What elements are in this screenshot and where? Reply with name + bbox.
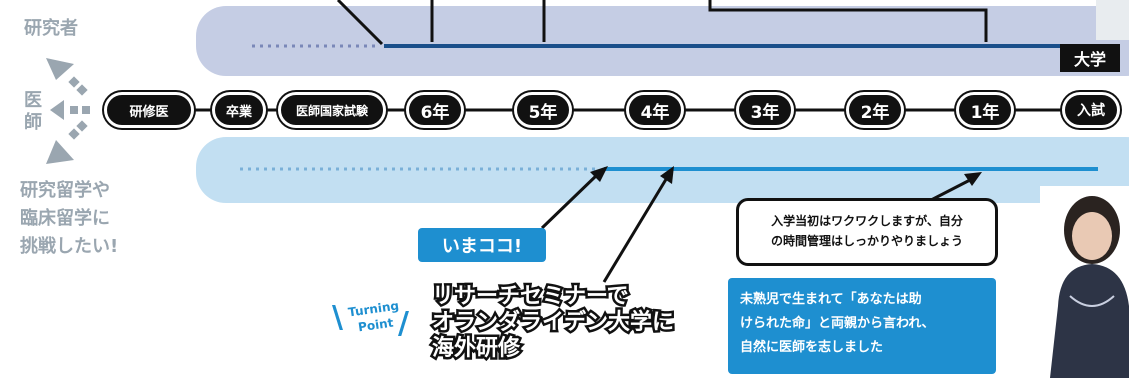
node-year-1: 1年	[956, 92, 1014, 128]
researcher-label: 研究者	[24, 18, 78, 39]
doctor-label-2: 師	[24, 112, 42, 133]
now-arrow	[540, 172, 600, 230]
node-year-3: 3年	[736, 92, 794, 128]
student-photo	[1040, 186, 1129, 378]
motivation-line-2: けられた命」と両親から言われ、	[740, 316, 935, 331]
advice-line-2: の時間管理はしっかりやりましょう	[770, 234, 963, 248]
turning-point-label: \ Turning Point /	[332, 299, 422, 350]
research-arrow-1	[336, 0, 384, 46]
tp-line-1: リサーチセミナーで	[429, 282, 631, 312]
turning-arrow	[602, 175, 670, 283]
research-bracket-1	[708, 0, 988, 42]
turning-point-text: リサーチセミナーで オランダライデン大学に 海外研修	[429, 282, 676, 364]
turning-arrow-head	[660, 166, 674, 184]
tp-line-2: オランダライデン大学に	[429, 308, 676, 338]
motivation-box: 未熟児で生まれて「あなたは助 けられた命」と両親から言われ、 自然に医師を志しま…	[728, 278, 996, 374]
tp-line-3: 海外研修	[429, 334, 522, 364]
node-year-5: 5年	[514, 92, 572, 128]
turning-slash-right: /	[398, 306, 409, 341]
node-year-4: 4年	[626, 92, 684, 128]
now-arrow-head	[590, 166, 608, 182]
abroad-label-1: 研究留学や	[20, 180, 110, 201]
node-graduation: 卒業	[212, 92, 266, 128]
node-resident: 研修医	[104, 92, 194, 128]
abroad-label-3: 挑戦したい!	[20, 236, 119, 257]
turning-slash-left: \	[332, 300, 343, 335]
advice-line-1: 入学当初はワクワクしますが、自分	[771, 214, 963, 228]
now-here-badge: いまココ!	[418, 228, 546, 262]
node-national-exam: 医師国家試験	[278, 92, 386, 128]
abroad-label-2: 臨床留学に	[20, 208, 110, 229]
left-direction-arrows	[46, 58, 90, 164]
point-word: Point	[357, 315, 395, 335]
motivation-line-1: 未熟児で生まれて「あなたは助	[740, 292, 922, 307]
university-badge: 大学	[1060, 44, 1120, 72]
advice-bubble: 入学当初はワクワクしますが、自分 の時間管理はしっかりやりましょう	[736, 198, 998, 266]
top-right-photo	[1096, 0, 1129, 40]
node-entrance-exam: 入試	[1062, 92, 1120, 128]
node-year-2: 2年	[846, 92, 904, 128]
research-band	[196, 6, 1129, 76]
advice-arrow-head	[964, 172, 982, 186]
motivation-line-3: 自然に医師を志しました	[740, 340, 884, 355]
doctor-label-1: 医	[24, 90, 42, 111]
node-year-6: 6年	[406, 92, 464, 128]
